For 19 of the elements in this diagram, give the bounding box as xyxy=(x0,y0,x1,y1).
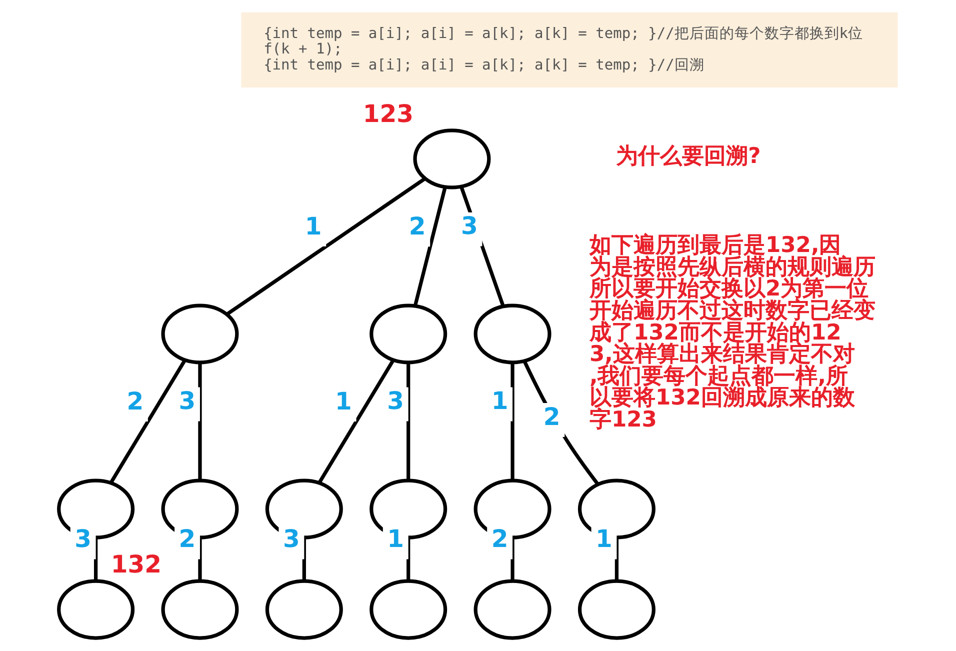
edge-label: 3 xyxy=(282,525,300,554)
edge-label: 2 xyxy=(178,525,196,554)
edge-label: 2 xyxy=(126,387,144,416)
node-label: 123 xyxy=(362,100,414,128)
edge-label: 2 xyxy=(491,525,508,554)
edge-label: 1 xyxy=(596,525,612,554)
edge-label: 1 xyxy=(335,387,352,416)
edge-label: 3 xyxy=(387,387,404,416)
edge-label: 2 xyxy=(543,402,560,431)
edge-label: 1 xyxy=(387,525,404,554)
edge-label: 1 xyxy=(304,212,322,240)
edge-label: 3 xyxy=(74,525,92,554)
edge-label: 3 xyxy=(460,212,478,240)
edge-label: 3 xyxy=(178,387,196,416)
label: 如下遍历到最后是132,因为是按照先纵后横的规则遍历所以要开始交换以2为第一位开始遍历不过这时数字已经变成了132而不是开始的123,这样算出来结果肯定不对,我们要每个起点都一样,所以要将132回溯成原来的数字123 xyxy=(589,233,876,433)
edge-label: 2 xyxy=(408,212,426,240)
node-label: 132 xyxy=(110,550,162,579)
edge-label: 1 xyxy=(491,387,508,416)
label: 为什么要回溯? xyxy=(616,144,761,170)
